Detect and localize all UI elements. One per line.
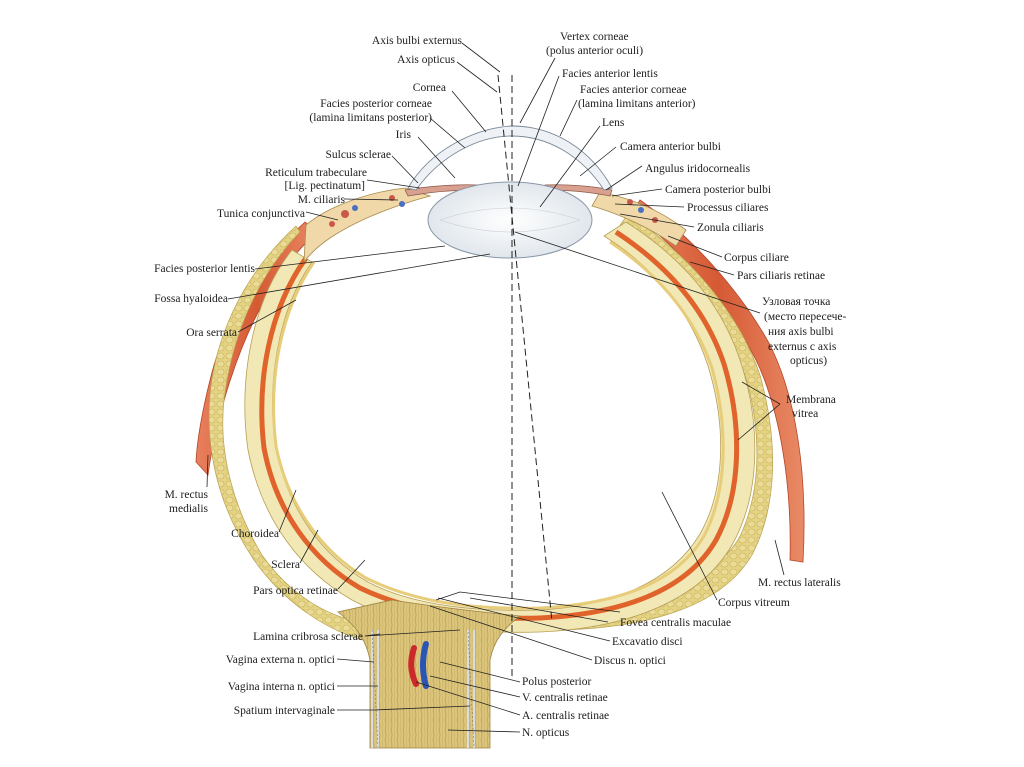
label-nodal-point-line4: externus с axis (768, 341, 837, 353)
label-facies-anterior-lentis: Facies anterior lentis (562, 68, 658, 80)
label-medialis: medialis (169, 503, 208, 515)
label-lamina-cribrosa-sclerae: Lamina cribrosa sclerae (253, 631, 363, 643)
orbital-fat-left (208, 225, 363, 641)
label-nodal-point-title: Узловая точка (762, 296, 830, 308)
label-m-rectus: M. rectus (165, 489, 209, 501)
label-m-ciliaris: M. ciliaris (298, 194, 346, 206)
sclera-layer (244, 221, 756, 633)
label-lamina-limitans-anterior: (lamina limitans anterior) (578, 98, 696, 110)
optic-nerve (337, 599, 522, 749)
label-fossa-hyaloidea: Fossa hyaloidea (154, 293, 228, 305)
axis-bulbi-externus-line (497, 74, 553, 623)
label-zonula-ciliaris: Zonula ciliaris (697, 222, 764, 234)
label-vitrea: vitrea (792, 408, 818, 420)
label-vertex-corneae: Vertex corneae (560, 31, 629, 43)
label-cornea: Cornea (413, 82, 446, 94)
label-axis-bulbi-externus: Axis bulbi externus (372, 35, 463, 47)
label-m-rectus-lateralis: M. rectus lateralis (758, 577, 841, 589)
label-corpus-ciliare: Corpus ciliare (724, 252, 789, 264)
label-fovea-centralis-maculae: Fovea centralis maculae (620, 617, 731, 629)
leader-lines (206, 42, 785, 733)
label-polus-posterior: Polus posterior (522, 676, 591, 688)
label-a-centralis-retinae: A. centralis retinae (522, 710, 609, 722)
label-facies-anterior-corneae: Facies anterior corneae (580, 84, 687, 96)
label-processus-ciliares: Processus ciliares (687, 202, 769, 214)
ciliary-processes (329, 195, 658, 227)
central-retinal-vein (420, 641, 429, 689)
label-tunica-conjunctiva: Tunica conjunctiva (217, 208, 305, 220)
label-lamina-limitans-posterior: (lamina limitans posterior) (309, 112, 432, 124)
label-pars-optica-retinae: Pars optica retinae (253, 585, 338, 597)
label-camera-anterior-bulbi: Camera anterior bulbi (620, 141, 721, 153)
label-camera-posterior-bulbi: Camera posterior bulbi (665, 184, 771, 196)
label-n-opticus: N. opticus (522, 727, 570, 739)
label-iris: Iris (396, 129, 412, 141)
label-reticulum-trabeculare: Reticulum trabeculare (265, 167, 367, 179)
label-angulus-iridocornealis: Angulus iridocornealis (645, 163, 751, 175)
lens (427, 181, 593, 259)
label-spatium-intervaginale: Spatium intervaginale (234, 705, 335, 717)
label-lens: Lens (602, 117, 625, 129)
cornea (407, 125, 613, 191)
label-discus-n-optici: Discus n. optici (594, 655, 666, 667)
label-vagina-externa: Vagina externa n. optici (226, 654, 335, 666)
central-retinal-artery (408, 645, 419, 687)
label-nodal-point-line5: opticus) (790, 355, 827, 367)
choroid-layer (259, 229, 740, 621)
label-corpus-vitreum: Corpus vitreum (718, 597, 790, 609)
label-vagina-interna: Vagina interna n. optici (228, 681, 335, 693)
label-membrana: Membrana (786, 394, 836, 406)
label-sulcus-sclerae: Sulcus sclerae (326, 149, 391, 161)
label-axis-opticus: Axis opticus (397, 54, 455, 66)
retina-layer (272, 240, 725, 610)
label-lig-pectinatum: [Lig. pectinatum] (285, 180, 365, 192)
label-nodal-point-line3: ния axis bulbi (768, 326, 834, 338)
label-polus-anterior-oculi: (polus anterior oculi) (546, 45, 643, 57)
label-facies-posterior-corneae: Facies posterior corneae (320, 98, 432, 110)
label-facies-posterior-lentis: Facies posterior lentis (154, 263, 255, 275)
label-pars-ciliaris-retinae: Pars ciliaris retinae (737, 270, 825, 282)
label-nodal-point-line2: (место пересече- (764, 311, 846, 323)
label-ora-serrata: Ora serrata (186, 327, 237, 339)
label-excavatio-disci: Excavatio disci (612, 636, 683, 648)
label-v-centralis-retinae: V. centralis retinae (522, 692, 608, 704)
label-choroidea: Choroidea (231, 528, 279, 540)
label-sclera: Sclera (271, 559, 300, 571)
